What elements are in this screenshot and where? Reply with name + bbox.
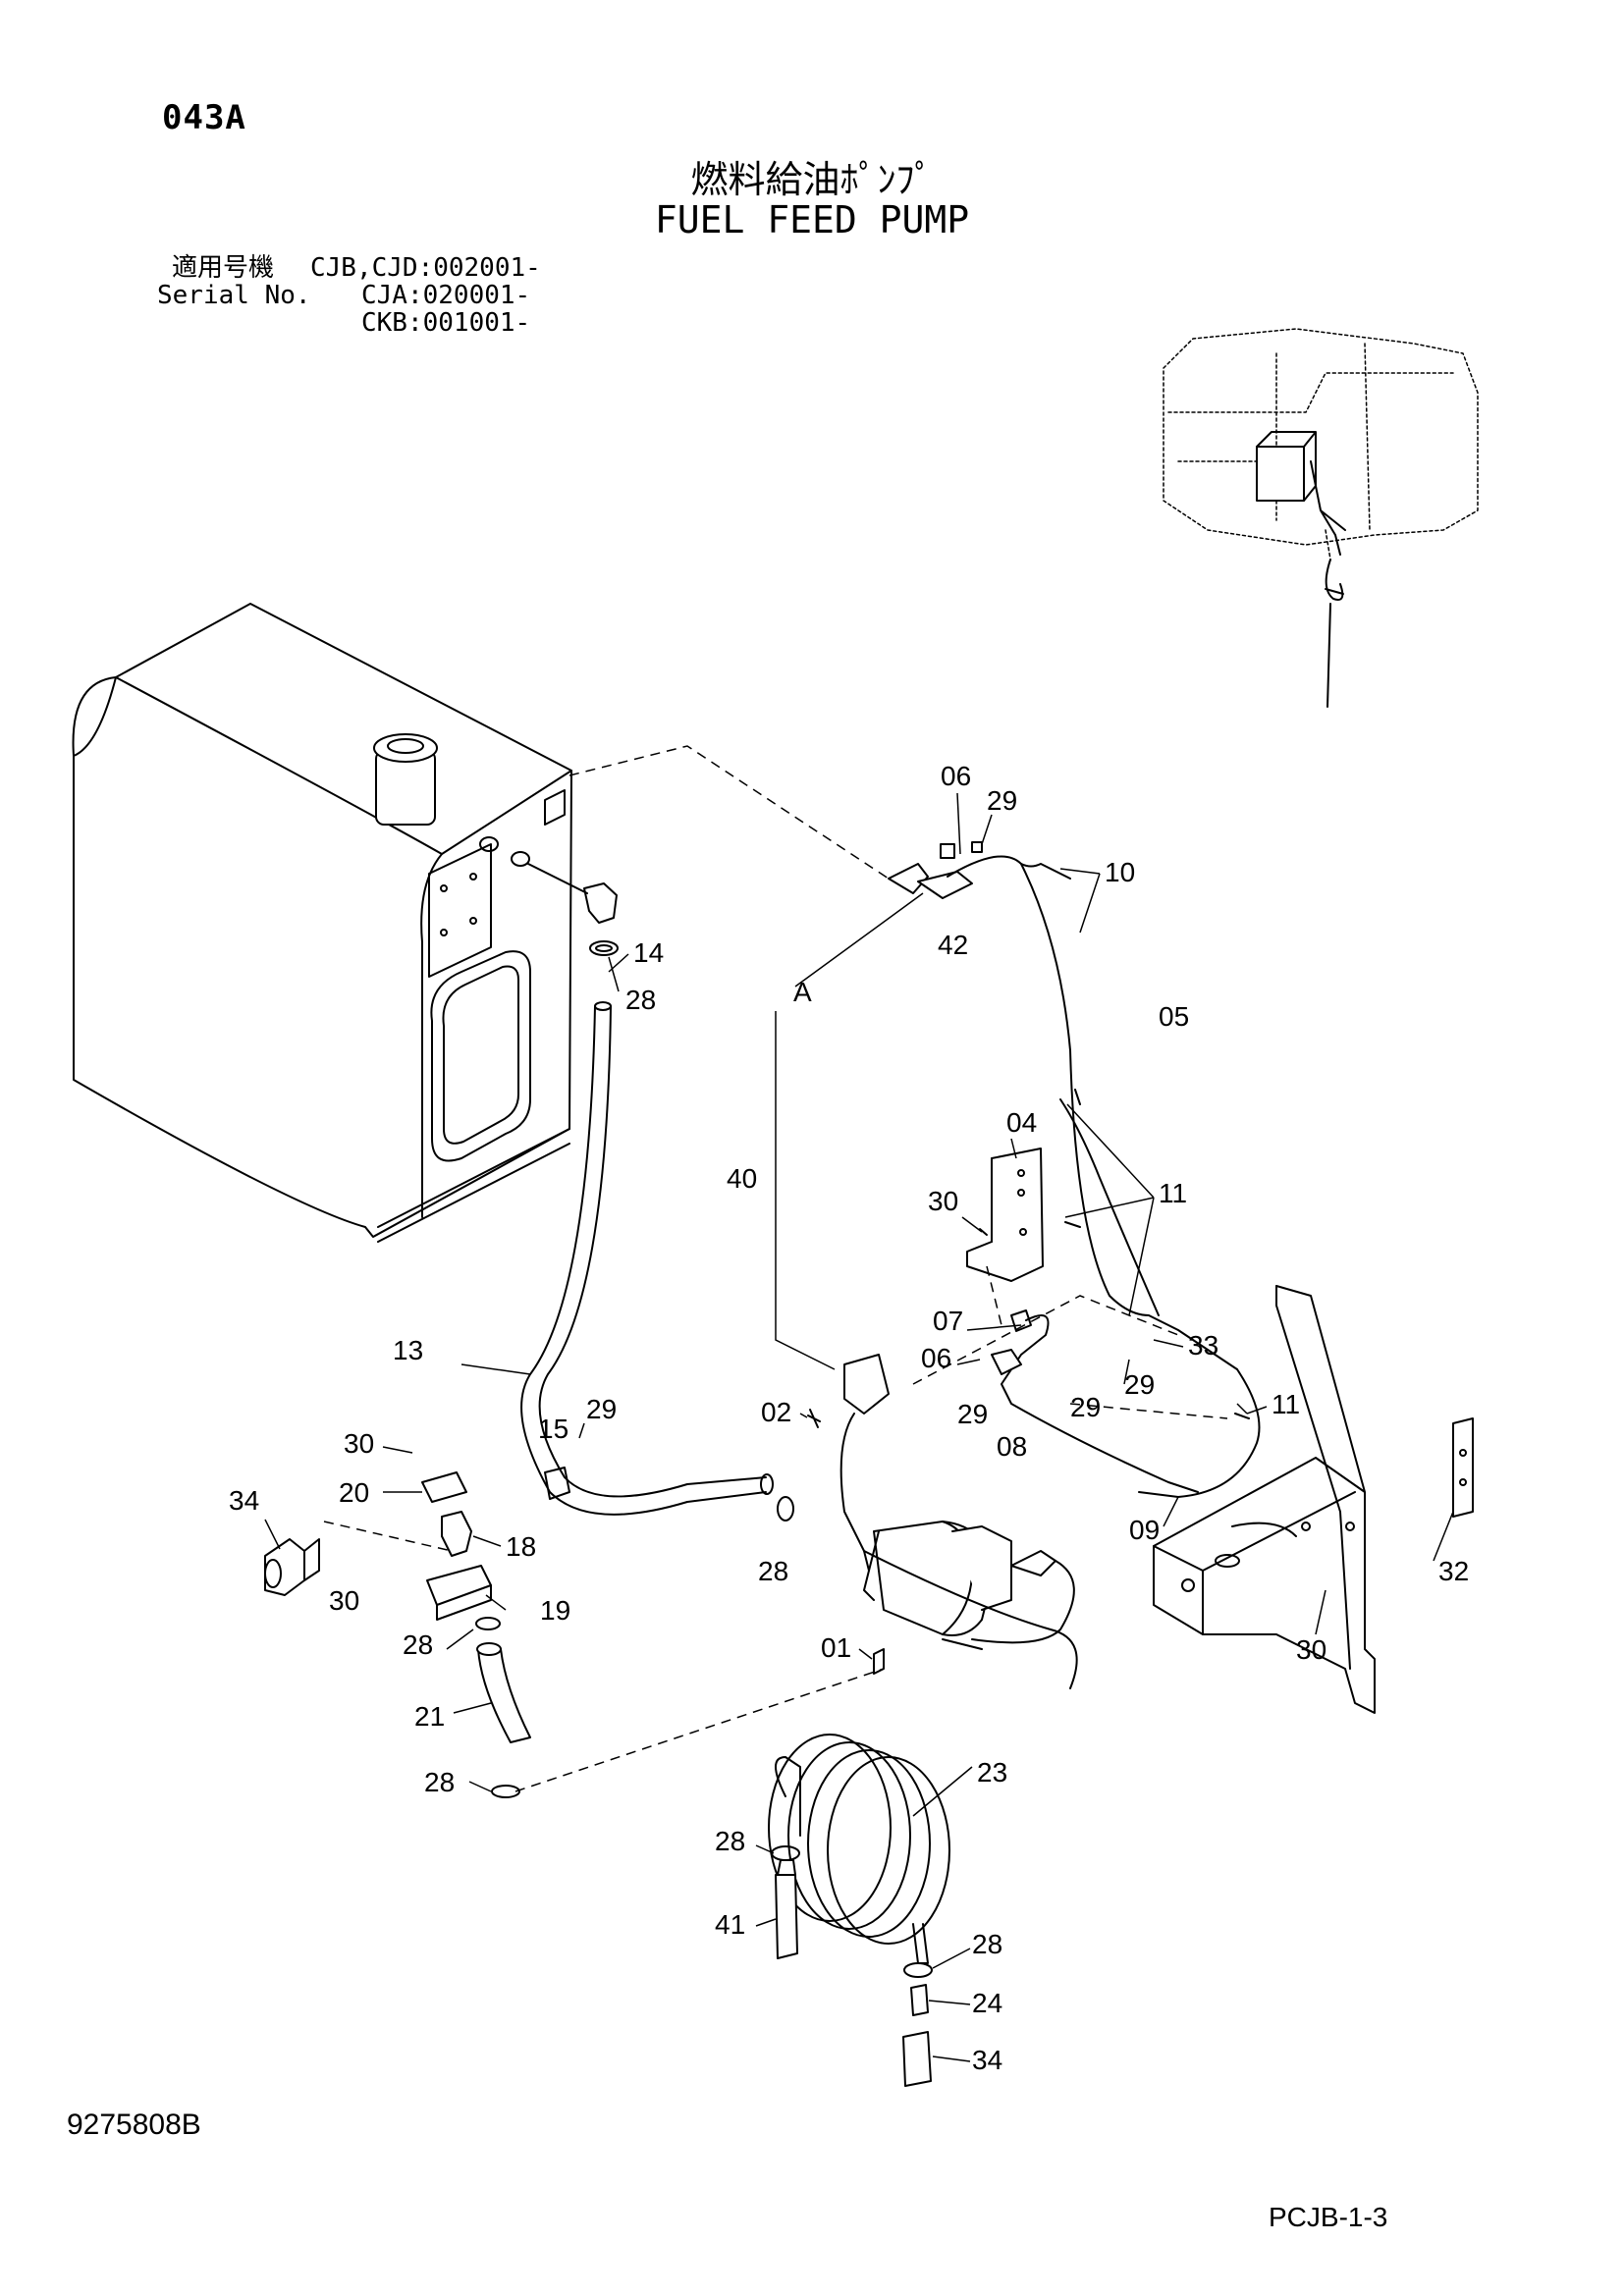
callout-02: 02 [761,1397,791,1427]
callout-29: 29 [586,1394,617,1424]
callout-28: 28 [758,1556,788,1586]
callout-24: 24 [972,1988,1002,2018]
callout-30: 30 [928,1186,958,1216]
callout-leaders [264,792,1454,2062]
clamp-20 [421,1471,467,1503]
fitting-34-left [264,1538,320,1596]
clamp-28-top [589,940,619,956]
alignment-lines [323,745,1228,1792]
adapter-24 [910,1984,929,2016]
title-english: FUEL FEED PUMP [654,198,970,241]
callout-34: 34 [972,2045,1002,2075]
bracket-04 [966,1148,1044,1282]
callout-33: 33 [1188,1330,1218,1361]
callout-15: 15 [538,1414,568,1444]
fitting-34-lower [902,2031,932,2087]
callout-11: 11 [1272,1389,1300,1419]
serial-range-1: CJB,CJD:002001- [310,253,541,283]
callout-21: 21 [414,1701,445,1732]
serial-label-en: Serial No. [157,281,311,310]
serial-range-3: CKB:001001- [361,308,531,338]
serial-label-jp: 適用号機 [172,253,275,283]
location-inset [1163,328,1479,561]
callout-18: 18 [506,1531,536,1562]
callouts: 06 29 10 42 14 28 A 05 04 40 30 11 07 06… [229,761,1469,2075]
strainer-41 [775,1859,798,1959]
page-code: 043A [162,98,246,137]
callout-13: 13 [393,1335,423,1365]
clamp-28-left [475,1617,501,1630]
callout-05: 05 [1159,1001,1189,1032]
callout-23: 23 [977,1757,1007,1788]
clamp-28-end [903,1962,933,1978]
callout-01: 01 [821,1632,851,1663]
callout-30: 30 [1296,1634,1326,1665]
callout-29: 29 [987,785,1017,816]
hose-21 [476,1642,531,1743]
callout-09: 09 [1129,1515,1160,1545]
callout-06: 06 [941,761,971,791]
fuel-tank [72,603,572,1243]
callout-28: 28 [715,1826,745,1856]
pump-harness-main [888,841,1261,1498]
title-japanese: 燃料給油ﾎﾟﾝﾌﾟ [690,158,934,201]
callout-08: 08 [997,1431,1027,1462]
suction-elbow-14 [527,863,618,924]
callout-10: 10 [1105,857,1135,887]
callout-20: 20 [339,1477,369,1508]
callout-34: 34 [229,1485,259,1516]
bracket-19 [426,1565,492,1621]
leader-lines [775,868,1248,1415]
callout-41: 41 [715,1909,745,1940]
callout-07: 07 [933,1306,963,1336]
callout-11: 11 [1159,1178,1187,1208]
callout-32: 32 [1438,1556,1469,1586]
fuel-pump-motor [839,1354,1078,1689]
inset-pump-unit [1256,431,1346,708]
page-reference: PCJB-1-3 [1269,2202,1388,2232]
callout-14: 14 [633,937,664,968]
callout-40: 40 [727,1163,757,1194]
callout-06: 06 [921,1343,951,1373]
callout-19: 19 [540,1595,570,1626]
callout-28: 28 [403,1629,433,1660]
callout-30: 30 [329,1585,359,1616]
bolt-02 [807,1409,821,1428]
document-number: 9275808B [67,2109,201,2141]
callout-29: 29 [1070,1392,1101,1422]
callout-29: 29 [1124,1369,1155,1400]
hose-13 [520,1001,774,1516]
callout-A: A [793,977,812,1007]
mounting-bracket [1153,1285,1474,1714]
clamp-28-coil [771,1845,800,1861]
callout-28: 28 [625,985,656,1015]
callout-30: 30 [344,1428,374,1459]
connector-07 [991,1309,1199,1493]
callout-29: 29 [957,1399,988,1429]
callout-42: 42 [938,930,968,960]
clamp-28-lower [491,1785,520,1798]
clamp-28-mid [777,1496,794,1522]
serial-range-2: CJA:020001- [361,281,531,310]
callout-04: 04 [1006,1107,1037,1138]
callout-28: 28 [972,1929,1002,1959]
coiled-hose-23 [768,1734,950,1964]
callout-28: 28 [424,1767,455,1797]
elbow-18 [441,1511,472,1557]
